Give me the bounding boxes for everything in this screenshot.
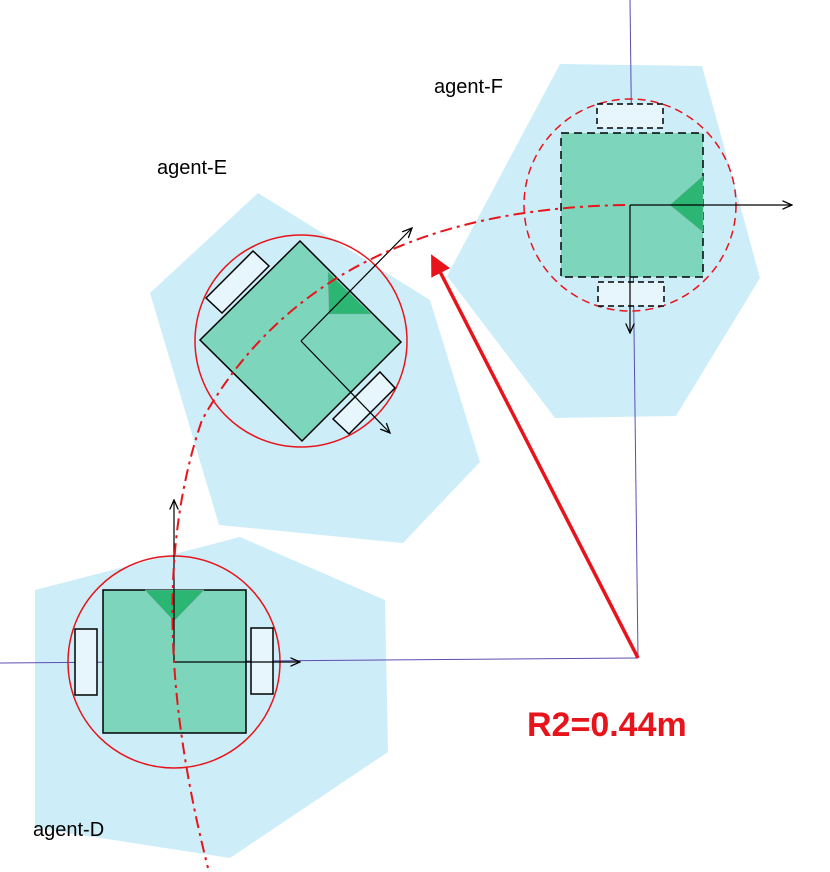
radius-label: R2=0.44m xyxy=(527,706,687,744)
agent-d-label: agent-D xyxy=(33,819,104,841)
agent-e-upper-wheel xyxy=(204,249,271,315)
agent-e-heading-marker xyxy=(327,271,372,315)
agent-e-label: agent-E xyxy=(157,157,227,179)
agent-f-bottom-wheel xyxy=(597,281,665,307)
agent-f xyxy=(523,98,792,333)
agent-f-heading-marker xyxy=(669,175,704,233)
agent-e-body xyxy=(198,239,403,443)
agent-e-forward-arrow xyxy=(300,228,412,342)
agent-f-top-wheel xyxy=(596,103,664,129)
agent-e-lower-wheel xyxy=(331,370,397,436)
agent-e-side-arrow xyxy=(300,340,390,433)
agent-d-right-wheel xyxy=(250,627,274,695)
radius-arc xyxy=(171,204,626,869)
agent-f-label: agent-F xyxy=(434,76,503,98)
radius-arrow xyxy=(431,254,640,659)
agent-d-left-wheel xyxy=(74,628,98,696)
agent-e-safety-circle xyxy=(194,234,408,448)
agent-e xyxy=(194,228,412,448)
